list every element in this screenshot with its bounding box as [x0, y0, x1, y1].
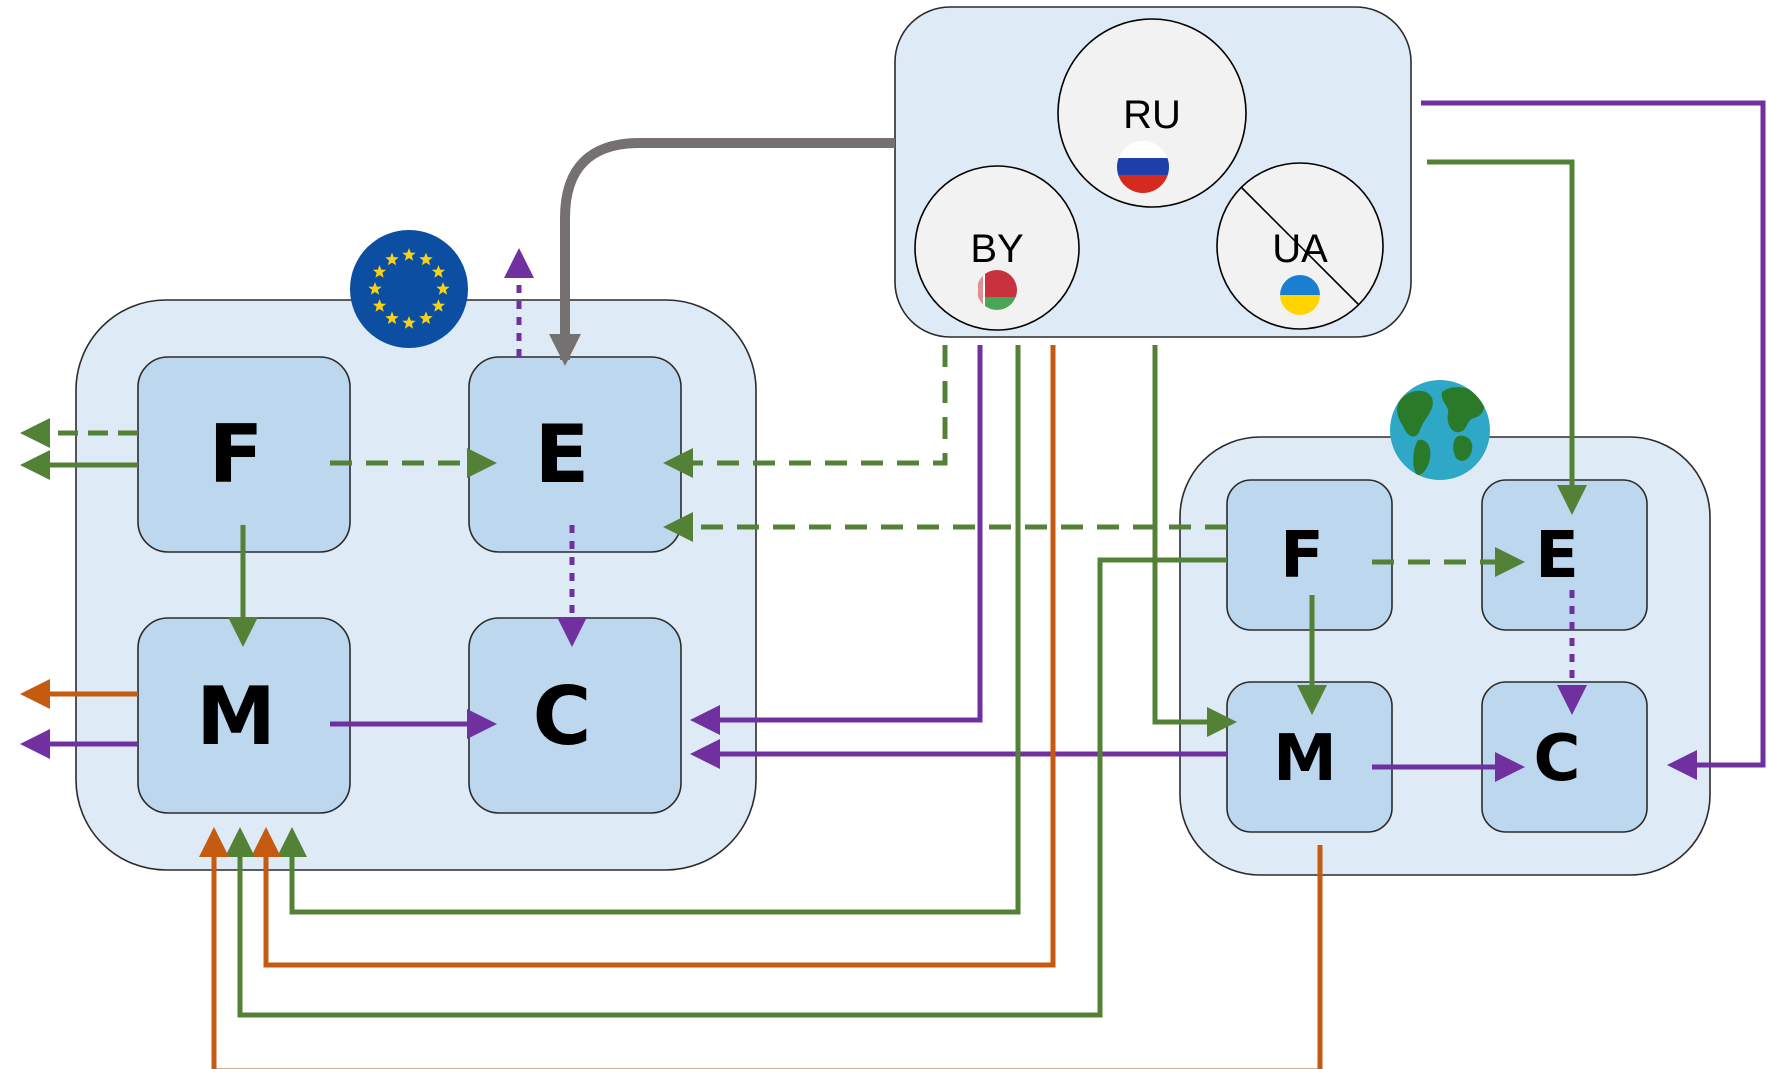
- svg-text:C: C: [1534, 722, 1581, 796]
- eu-node-f: F: [137, 356, 351, 553]
- eu-node-c: C: [468, 617, 682, 814]
- svg-text:F: F: [1280, 519, 1324, 593]
- eu-star: [419, 311, 433, 325]
- country-label-ua: UA: [1272, 227, 1328, 271]
- svg-text:E: E: [535, 408, 590, 501]
- country-ru: RU: [1057, 18, 1247, 208]
- eu-star: [385, 311, 399, 325]
- eu-star: [431, 299, 446, 312]
- eu-star: [419, 252, 433, 266]
- country-label-ru: RU: [1123, 93, 1181, 137]
- country-by: BY: [914, 165, 1080, 331]
- russia-flag-icon: [1117, 141, 1169, 193]
- country-label-by: BY: [970, 227, 1023, 271]
- sanctioned-to-world-c: [1421, 100, 1766, 780]
- svg-text:M: M: [196, 670, 276, 763]
- eu-star: [385, 252, 399, 266]
- world-f-to-eu-m: [225, 557, 1227, 1018]
- sanctioned-to-eu-c-purple: [690, 345, 983, 735]
- gray-arrow-sanctioned-to-eu-e: [549, 138, 895, 367]
- svg-text:M: M: [1273, 722, 1337, 796]
- world-m-to-eu-m: [199, 827, 1323, 1069]
- world-node-e: E: [1481, 479, 1648, 631]
- by-to-eu-e: [663, 345, 948, 478]
- sanctioned-to-eu-m-orange: [251, 345, 1056, 968]
- eu-star: [368, 282, 382, 295]
- eu-star: [436, 282, 450, 295]
- world-node-m: M: [1226, 681, 1393, 833]
- world-node-f: F: [1226, 479, 1393, 631]
- svg-text:C: C: [533, 670, 592, 763]
- eu-star: [372, 265, 387, 278]
- eu-flag-icon: [350, 230, 468, 348]
- eu-star: [402, 248, 416, 261]
- world-node-c: C: [1481, 681, 1648, 833]
- svg-text:F: F: [209, 408, 264, 501]
- eu-node-e: E: [468, 356, 682, 553]
- eu-star: [431, 265, 446, 278]
- ukraine-flag-icon: [1280, 275, 1320, 315]
- eu-star: [372, 299, 387, 312]
- svg-text:E: E: [1535, 519, 1579, 593]
- eu-star: [402, 316, 416, 329]
- globe-icon: [1390, 380, 1490, 480]
- eu-node-m: M: [137, 617, 351, 814]
- crossed-out-line: [1240, 186, 1360, 306]
- sanctioned-to-eu-m-green: [277, 345, 1021, 915]
- country-ua: UA: [1216, 162, 1384, 330]
- sanctioned-to-world-m: [1152, 345, 1237, 737]
- sanctioned-to-world-e: [1427, 159, 1587, 515]
